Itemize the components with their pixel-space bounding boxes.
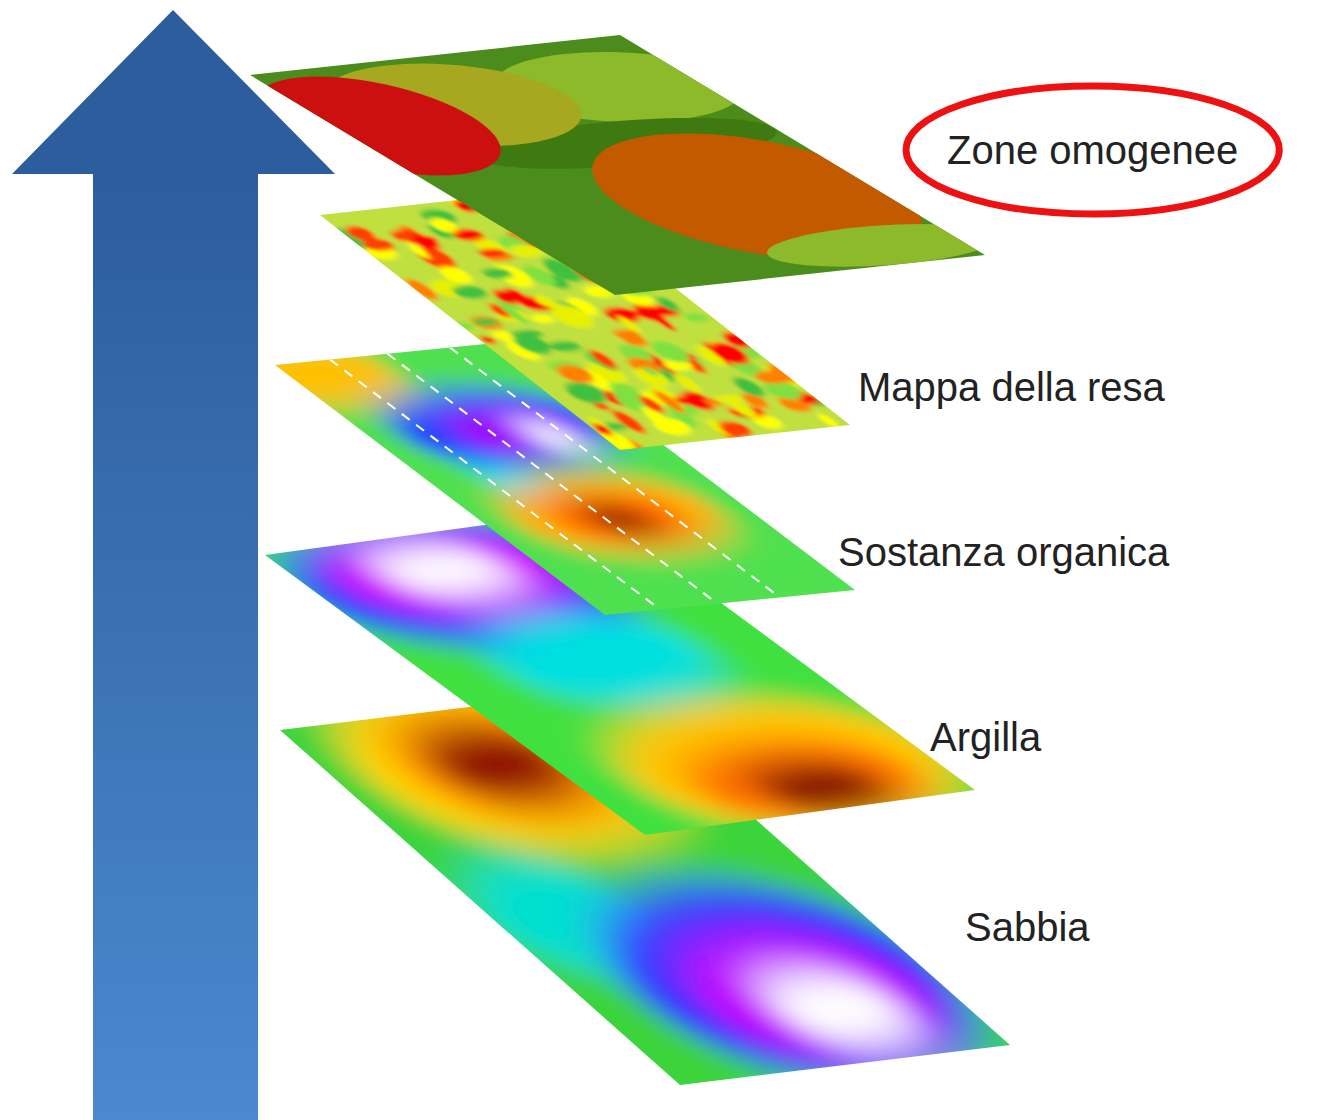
layer-fill (250, 35, 985, 295)
map-blob (733, 757, 913, 818)
map-layer (158, 9, 1059, 323)
map-blob (554, 684, 975, 835)
map-blob (477, 267, 517, 280)
map-blob (590, 423, 616, 436)
map-blob (726, 400, 762, 418)
map-blob (614, 316, 645, 333)
red-circle (906, 86, 1279, 214)
layer-label: Sabbia (965, 905, 1090, 950)
map-blob (541, 303, 602, 329)
map-blob (424, 217, 463, 234)
layer-fill (280, 690, 1010, 1085)
map-blob (447, 284, 493, 300)
map-blob (544, 340, 586, 353)
layer-label: Mappa della resa (858, 365, 1165, 410)
map-blob (591, 431, 642, 450)
map-layer (207, 651, 1083, 1120)
map-blob (488, 289, 525, 305)
layer-ground (250, 35, 985, 295)
map-blob (702, 341, 756, 366)
map-blob (433, 265, 478, 284)
map-blob (530, 866, 1010, 1085)
map-blob (680, 312, 713, 323)
map-blob (644, 340, 698, 364)
layer-label: Argilla (930, 715, 1041, 760)
map-blob (652, 296, 684, 312)
map-blob (405, 243, 434, 259)
map-blob (713, 420, 758, 438)
map-layer (192, 313, 913, 646)
map-blob (583, 350, 623, 371)
map-blob (400, 278, 443, 301)
map-blob (670, 373, 707, 393)
map-blob (634, 395, 668, 413)
map-blob (469, 317, 501, 327)
layer-label: Zone omogenee (947, 128, 1238, 173)
layer-label: Sostanza organica (838, 530, 1169, 575)
map-blob (465, 468, 764, 563)
map-blob (711, 394, 747, 404)
map-blob (814, 413, 842, 428)
map-blob (739, 967, 938, 1052)
map-blob (493, 301, 532, 325)
map-blob (448, 321, 478, 331)
map-blob (353, 540, 533, 601)
layer-clip (250, 35, 985, 295)
map-blob (526, 489, 710, 547)
map-blob (623, 357, 657, 369)
map-blob (749, 369, 795, 385)
map-blob (742, 216, 985, 275)
map-blob (585, 349, 622, 368)
map-blob (617, 333, 653, 347)
map-blob (550, 363, 601, 384)
circled-label: Zone omogenee (902, 82, 1283, 218)
map-blob (474, 248, 509, 258)
map-blob (350, 380, 649, 475)
map-blob (340, 225, 380, 242)
map-blob (635, 920, 990, 1073)
layer-ground (280, 690, 1010, 1085)
map-blob (670, 394, 708, 406)
map-blob (557, 381, 615, 405)
layer-clip (280, 690, 1010, 1085)
sample-track (330, 360, 660, 610)
map-blob (477, 336, 498, 345)
arrow-shaft (93, 172, 258, 1120)
map-blob (646, 726, 964, 833)
map-blob (250, 68, 551, 185)
map-blob (445, 603, 757, 714)
